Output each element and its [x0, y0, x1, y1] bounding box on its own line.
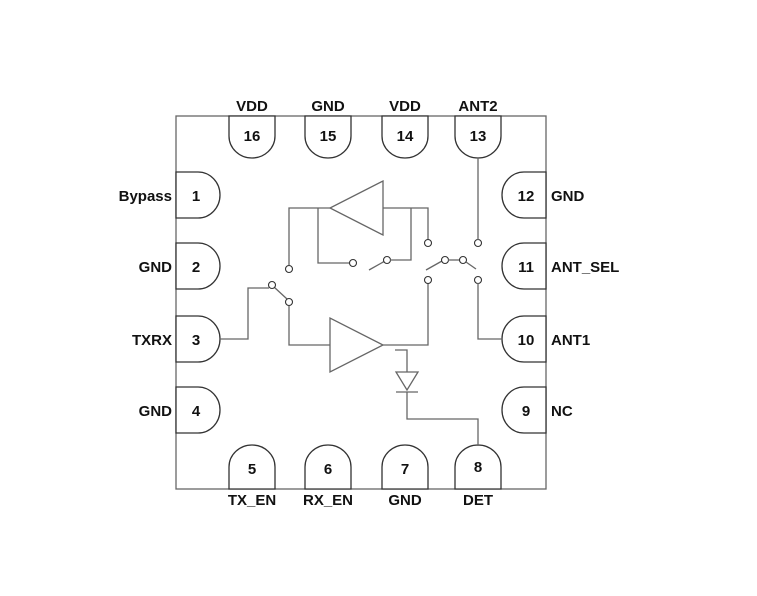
pin-14-name: VDD — [389, 98, 421, 115]
txrx-switch-node-rx — [284, 264, 294, 274]
pin-13-pad — [454, 115, 502, 159]
pin-9-pad — [501, 386, 547, 434]
pin-13-name: ANT2 — [458, 98, 497, 115]
wire-bypass-left — [317, 208, 350, 264]
bypass-switch-node-right — [382, 255, 392, 265]
pin-13-number: 13 — [470, 128, 487, 145]
rx-antenna-node — [423, 238, 433, 248]
pin-2-pad — [175, 242, 221, 290]
pin-3-pad — [175, 315, 221, 363]
pin-16-number: 16 — [244, 128, 261, 145]
pin-15-name: GND — [311, 98, 345, 115]
pin-1-pad — [175, 171, 221, 219]
pin-8-name: DET — [463, 492, 493, 509]
pin-14-number: 14 — [397, 128, 414, 145]
wire-rx-left — [288, 207, 330, 265]
wire-bypass-right — [390, 208, 412, 261]
pin-10-name: ANT1 — [551, 332, 590, 349]
pin-12-name: GND — [551, 188, 585, 205]
wire-tx-right — [383, 283, 429, 346]
wire-det — [406, 392, 479, 446]
wire-txrx — [220, 287, 269, 340]
wire-detector — [395, 349, 408, 372]
pin-8-number: 8 — [474, 459, 482, 476]
antenna-switch-arm-2 — [465, 261, 477, 270]
pin-3-name: TXRX — [132, 332, 172, 349]
pin-10-number: 10 — [518, 332, 535, 349]
internal-schematic — [220, 158, 502, 446]
package-body — [175, 115, 547, 490]
wire-rx-right — [383, 207, 429, 240]
bypass-switch-node-left — [348, 258, 358, 268]
pin-15-number: 15 — [320, 128, 337, 145]
pa-amplifier — [329, 316, 385, 374]
pin-10-pad — [501, 315, 547, 363]
wire-ant1 — [477, 283, 502, 340]
pin-11-pad — [501, 242, 547, 290]
pin-1-number: 1 — [192, 188, 200, 205]
pin-14-pad — [381, 115, 429, 159]
antenna-switch-node-1 — [440, 255, 450, 265]
antenna-switch-node-2 — [458, 255, 468, 265]
pin-5-number: 5 — [248, 461, 256, 478]
pin-4-name: GND — [139, 403, 173, 420]
pin-15-pad — [304, 115, 352, 159]
pin-12-number: 12 — [518, 188, 535, 205]
pin-2-name: GND — [139, 259, 173, 276]
pin-8-pad — [454, 444, 502, 490]
ant2-switch-node — [473, 238, 483, 248]
pin-16-pad — [228, 115, 276, 159]
pin-3-number: 3 — [192, 332, 200, 349]
pin-9-name: NC — [551, 403, 573, 420]
pin-4-pad — [175, 386, 221, 434]
pin-6-number: 6 — [324, 461, 332, 478]
pin-4-number: 4 — [192, 403, 201, 420]
tx-antenna-node — [423, 275, 433, 285]
txrx-switch-node-common — [267, 280, 277, 290]
bypass-switch-arm — [368, 260, 386, 271]
detector-diode — [394, 371, 420, 392]
antenna-switch-arm — [425, 260, 443, 271]
wire-tx-left — [288, 306, 330, 346]
pin-7-number: 7 — [401, 461, 409, 478]
pin-7-pad — [381, 444, 429, 490]
txrx-switch-node-tx — [284, 297, 294, 307]
pin-1-name: Bypass — [119, 188, 172, 205]
ant1-switch-node — [473, 275, 483, 285]
pin-2-number: 2 — [192, 259, 200, 276]
pin-7-name: GND — [388, 492, 422, 509]
pin-11-number: 11 — [518, 259, 534, 276]
pin-9-number: 9 — [522, 403, 530, 420]
pin-11-name: ANT_SEL — [551, 259, 619, 276]
pin-16-name: VDD — [236, 98, 268, 115]
pin-5-pad — [228, 444, 276, 490]
txrx-switch-arm — [273, 286, 288, 300]
pin-12-pad — [501, 171, 547, 219]
pin-6-pad — [304, 444, 352, 490]
pin-5-name: TX_EN — [228, 492, 276, 509]
pin-6-name: RX_EN — [303, 492, 353, 509]
